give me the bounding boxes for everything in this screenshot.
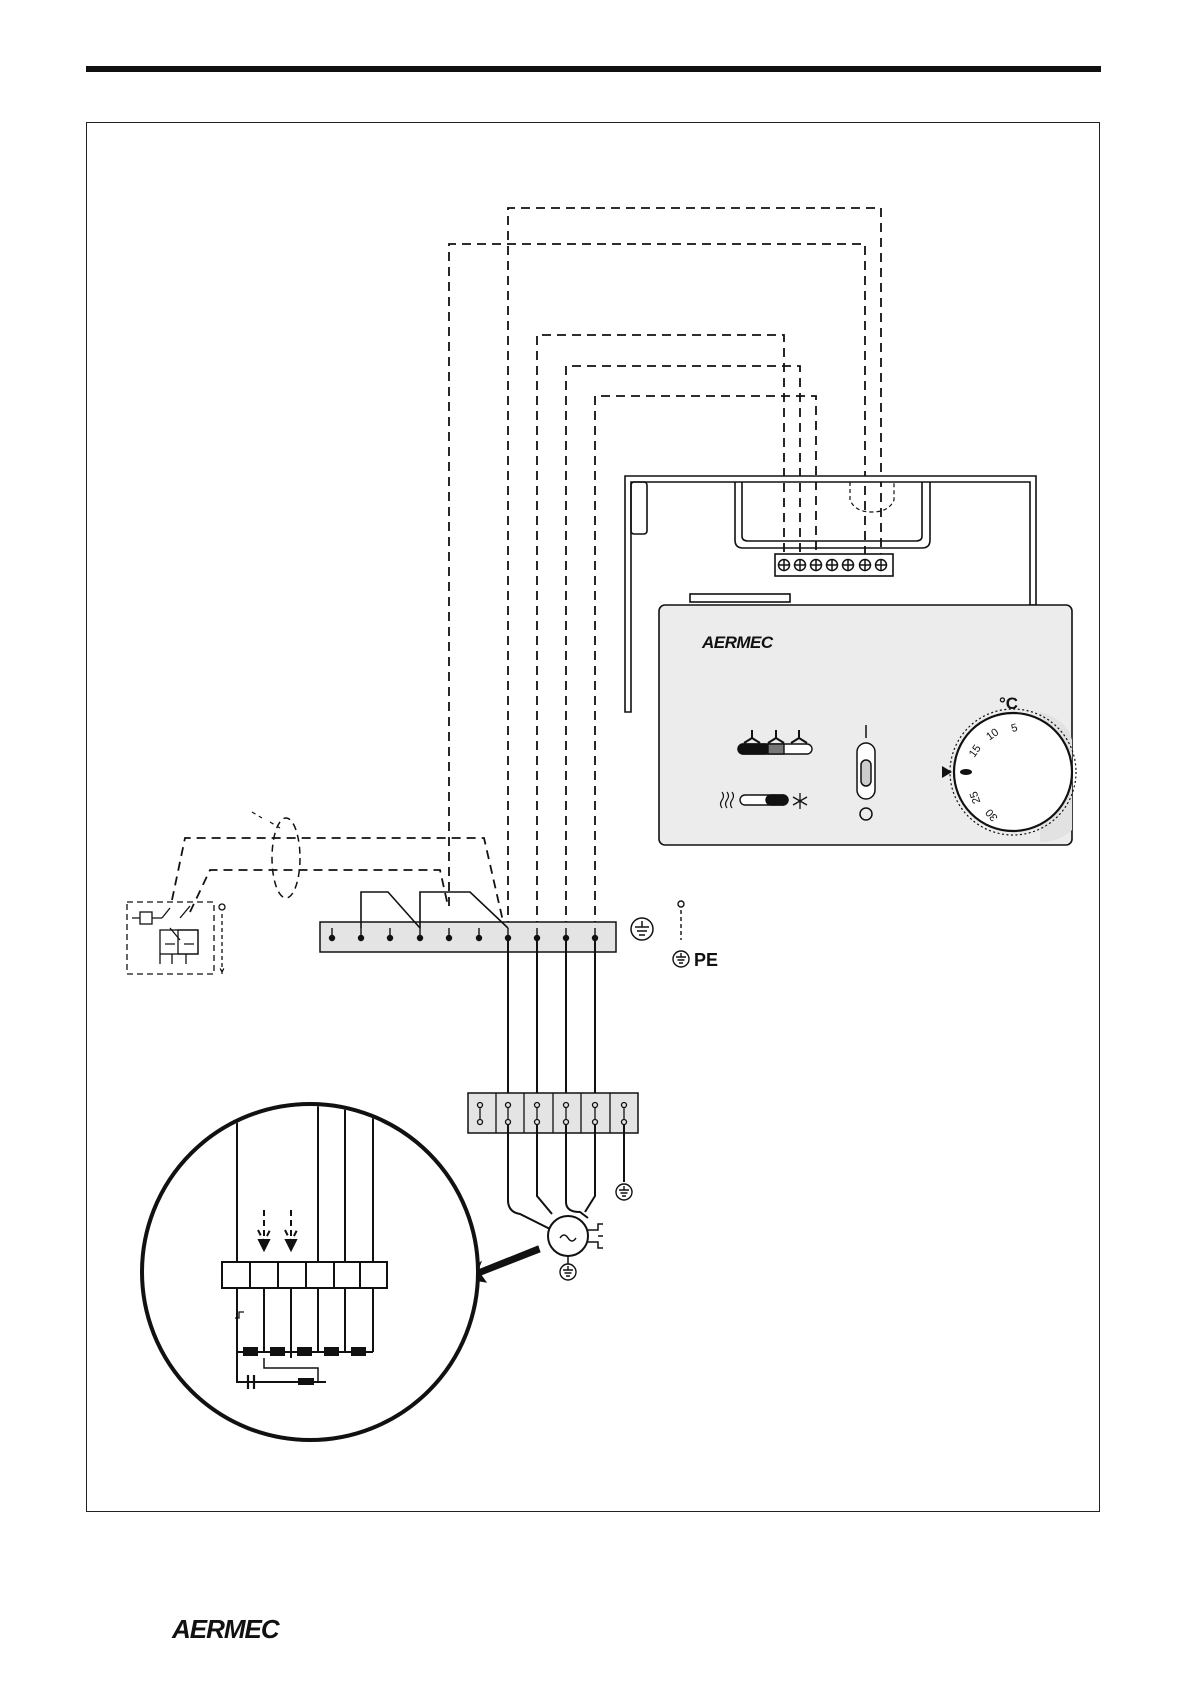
magnified-detail [142,1100,478,1440]
earth-symbol-icon [631,918,653,940]
controller-brand-logo: AERMEC [701,633,774,652]
dial-index-mark [960,769,972,775]
cable-shield-ellipse [272,818,300,898]
main-terminal-strip [320,922,616,952]
fan-motor [548,1216,603,1280]
motor-supply-wires [508,938,595,1100]
temperature-unit-label: °C [999,694,1018,713]
pe-label: PE [694,950,718,970]
sensor-cable-2 [190,870,448,912]
shield-marker [252,812,280,828]
footer-brand-logo: AERMEC [171,1614,281,1644]
ground-icon [616,1184,632,1200]
pe-earth-icon [673,901,689,967]
valve-actuator-box [127,902,225,974]
motor-wires [508,1124,624,1230]
